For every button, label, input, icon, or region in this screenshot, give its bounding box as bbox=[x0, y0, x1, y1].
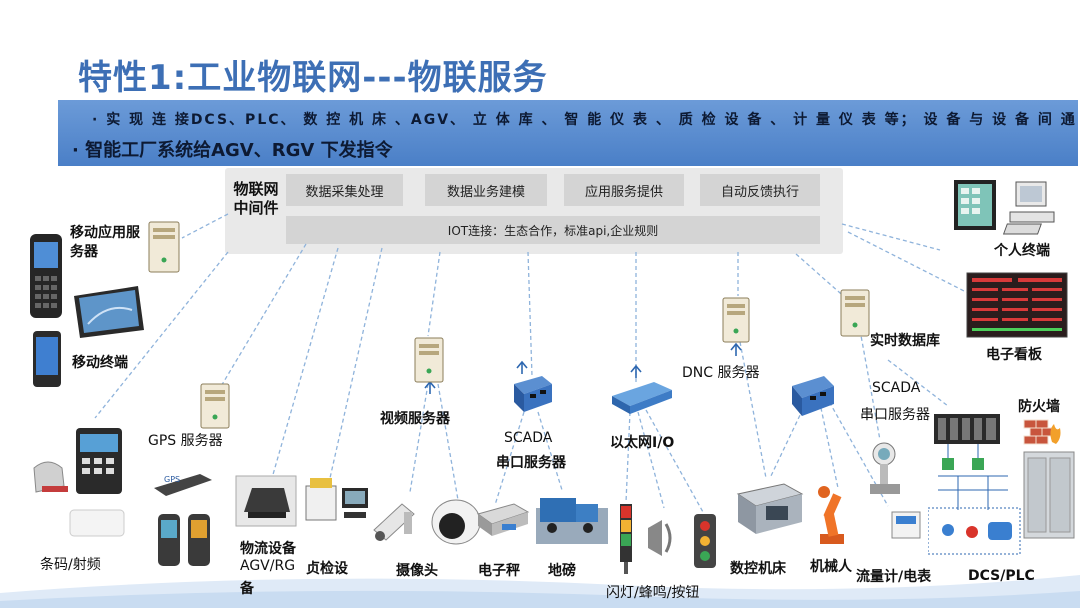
gps-device-icon: GPS bbox=[154, 474, 212, 566]
label-ethernet-io: 以太网I/O bbox=[610, 435, 675, 451]
server-tower-icon bbox=[722, 297, 750, 343]
robot-arm-icon bbox=[818, 486, 844, 544]
serial-server-icon bbox=[514, 376, 552, 412]
label-dnc-server: DNC 服务器 bbox=[682, 365, 760, 381]
firewall-icon bbox=[1023, 419, 1061, 445]
middleware-box-data-collection: 数据采集处理 bbox=[286, 174, 403, 206]
label-mobile-app-server: 移动应用服务器 bbox=[70, 225, 140, 260]
server-tower-icon bbox=[414, 337, 444, 383]
middleware-box-auto-feedback: 自动反馈执行 bbox=[700, 174, 820, 206]
label-e-scale: 电子秤 bbox=[478, 563, 520, 579]
iot-connection-bar: IOT连接：生态合作，标准api,企业规则 bbox=[286, 216, 820, 244]
electronic-scale-icon bbox=[476, 503, 530, 536]
label-light-buzzer-button: 闪灯/蜂鸣/按钮 bbox=[606, 585, 700, 601]
flow-meter-icon bbox=[870, 442, 921, 539]
ethernet-io-icon bbox=[612, 382, 672, 414]
label-agv-rg: AGV/RG bbox=[240, 558, 296, 574]
label-agv-rg-2: 备 bbox=[240, 581, 254, 597]
server-tower-icon bbox=[148, 221, 180, 273]
banner-line-1: · 实 现 连 接DCS、PLC、 数 控 机 床 、AGV、 立 体 库 、 … bbox=[92, 112, 1080, 128]
label-video-server: 视频服务器 bbox=[380, 411, 450, 427]
weighbridge-icon bbox=[536, 498, 608, 544]
middleware-label: 物联网中间件 bbox=[233, 180, 279, 217]
label-logistics: 物流设备 bbox=[240, 541, 296, 557]
label-dcs-plc: DCS/PLC bbox=[968, 568, 1035, 584]
label-gps-server: GPS 服务器 bbox=[148, 433, 223, 449]
label-barcode-rfid: 条码/射频 bbox=[40, 557, 101, 573]
electronic-board-icon bbox=[966, 272, 1068, 338]
camera-icon bbox=[373, 499, 481, 545]
quality-inspection-icon bbox=[305, 478, 368, 521]
label-flow-meter: 流量计/电表 bbox=[856, 569, 932, 585]
label-robot: 机械人 bbox=[810, 559, 852, 575]
mobile-phone-icon bbox=[33, 331, 61, 387]
cnc-machine-icon bbox=[736, 483, 804, 534]
dcs-plc-icon bbox=[928, 414, 1075, 555]
label-e-board: 电子看板 bbox=[986, 347, 1042, 363]
bottom-wave-decoration bbox=[0, 575, 1080, 608]
middleware-box-app-service: 应用服务提供 bbox=[564, 174, 684, 206]
personal-terminal-icon bbox=[954, 180, 1055, 235]
label-mobile-terminal: 移动终端 bbox=[72, 355, 128, 371]
slide-title: 特性1:工业物联网---物联服务 bbox=[78, 58, 548, 98]
signal-light-icon bbox=[620, 504, 716, 574]
label-camera: 摄像头 bbox=[396, 563, 438, 579]
label-firewall: 防火墙 bbox=[1018, 399, 1060, 415]
server-tower-icon bbox=[200, 383, 230, 429]
label-weighbridge: 地磅 bbox=[548, 563, 576, 579]
label-realtime-db: 实时数据库 bbox=[870, 333, 940, 349]
handheld-terminal-icon bbox=[30, 234, 62, 318]
server-tower-icon bbox=[840, 289, 870, 337]
label-scada-mid: SCADA bbox=[504, 430, 553, 446]
tablet-icon bbox=[74, 286, 144, 338]
label-serial-server-right: 串口服务器 bbox=[860, 407, 930, 423]
label-quality-device: 贞检设 bbox=[306, 561, 348, 577]
label-scada-right: SCADA bbox=[872, 380, 921, 396]
serial-server-icon bbox=[792, 376, 834, 416]
feature-banner bbox=[58, 100, 1078, 166]
label-personal-terminal: 个人终端 bbox=[994, 243, 1050, 259]
label-serial-server-mid: 串口服务器 bbox=[496, 455, 566, 471]
banner-line-2: · 智能工厂系统给AGV、RGV 下发指令 bbox=[72, 140, 393, 161]
label-cnc-machine: 数控机床 bbox=[730, 561, 786, 577]
agv-device-icon bbox=[235, 475, 297, 527]
barcode-rfid-icon bbox=[33, 428, 125, 537]
middleware-box-data-modeling: 数据业务建模 bbox=[425, 174, 547, 206]
svg-text:GPS: GPS bbox=[164, 475, 180, 484]
